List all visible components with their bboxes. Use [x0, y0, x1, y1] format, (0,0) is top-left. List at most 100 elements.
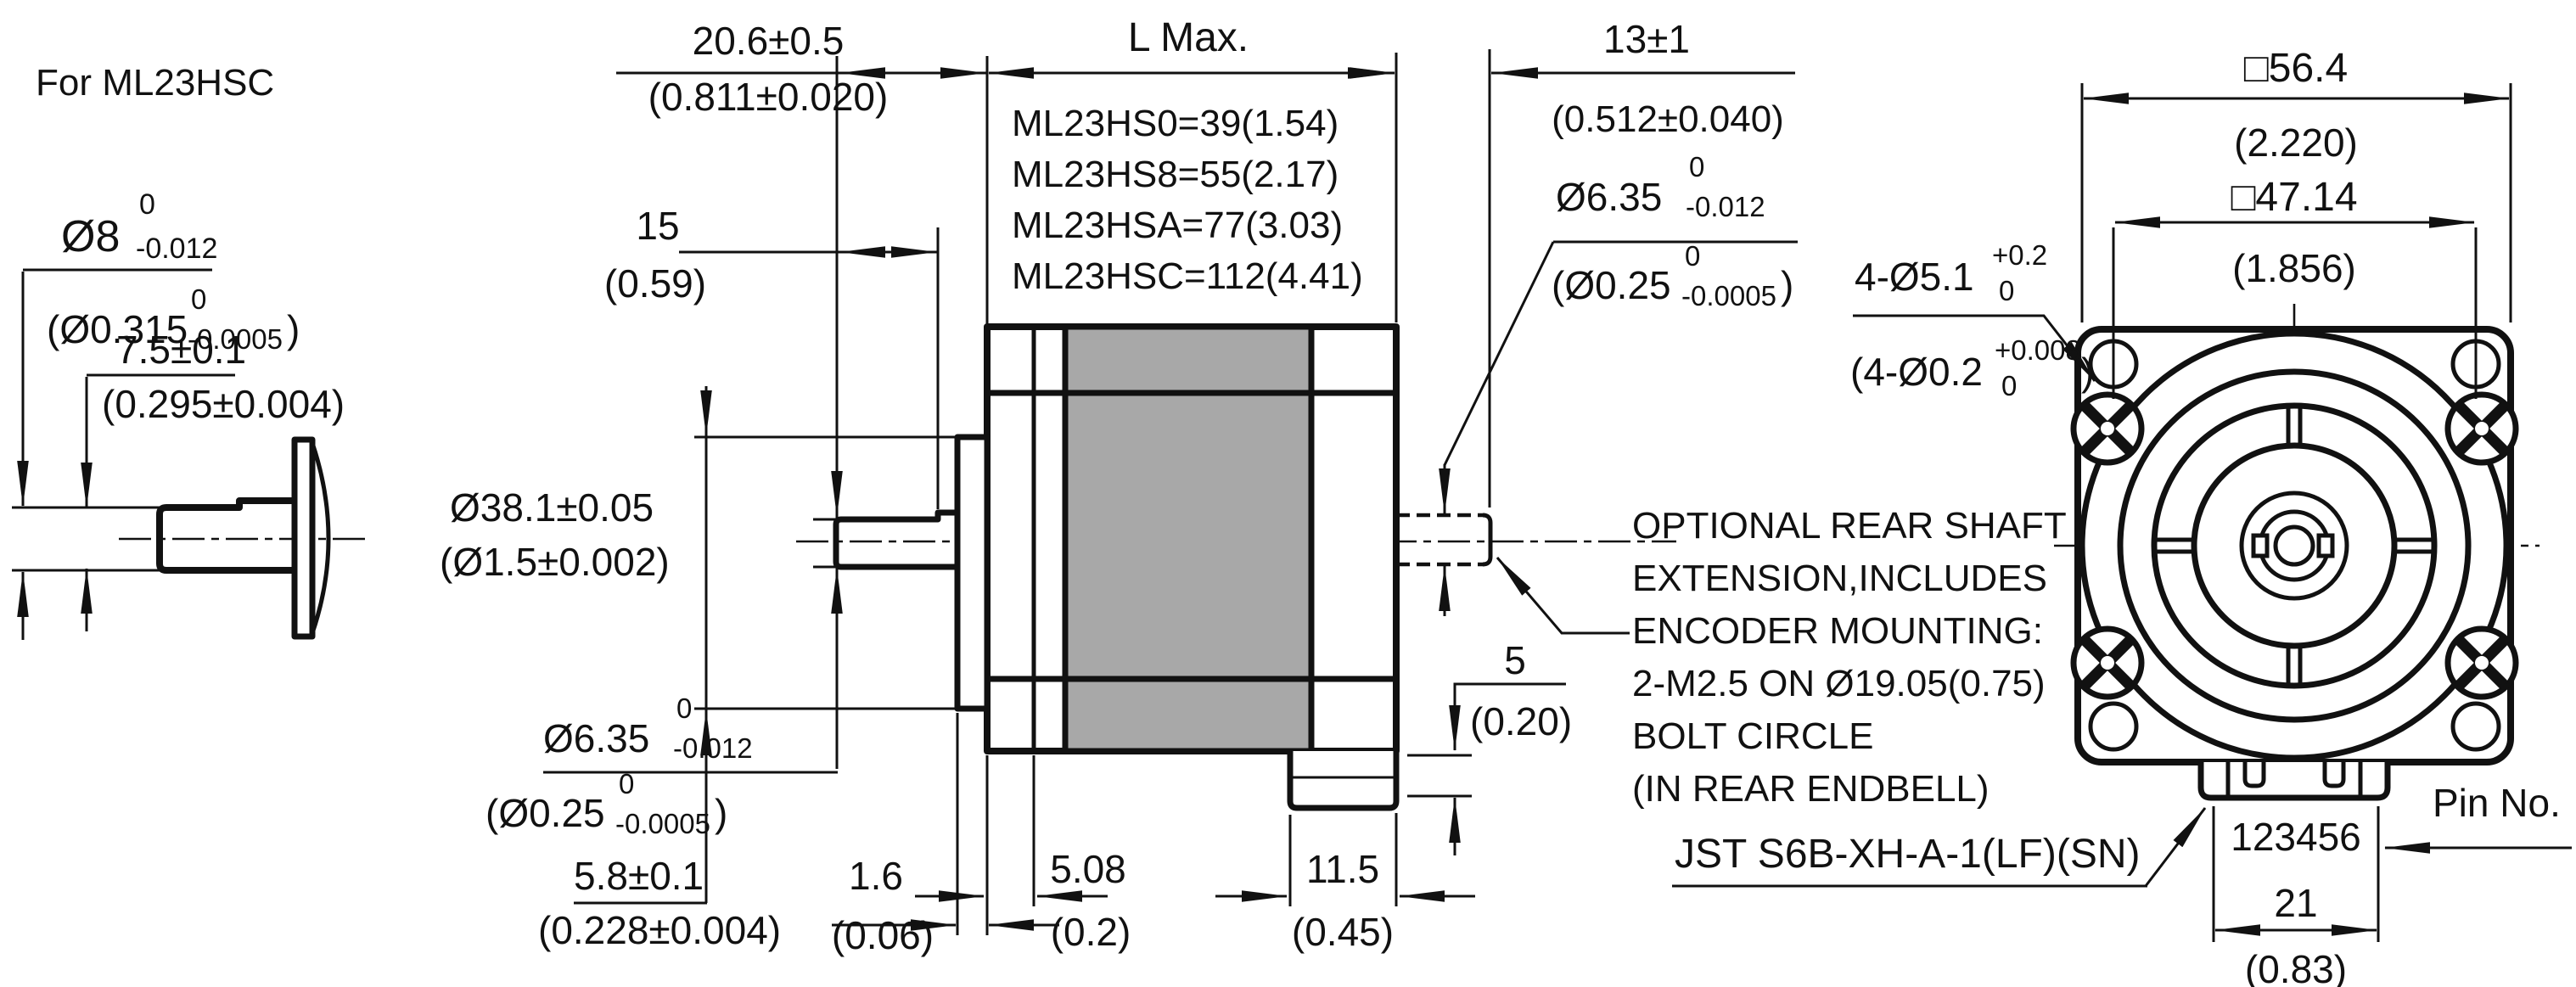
endbell-circle-3: [2151, 402, 2438, 689]
dim-115-in: (0.45): [1292, 910, 1394, 954]
hub-notch-left: [2251, 533, 2270, 558]
leader-corner-holes: [1853, 314, 2096, 382]
dim-pilot-mm: Ø38.1±0.05: [450, 485, 654, 530]
dim-d8-sup: 0: [139, 188, 155, 221]
dim-58-mm: 5.8±0.1: [574, 854, 704, 898]
dim-fshaft-in: (Ø0.25: [485, 791, 605, 835]
rear-note-line-5: (IN REAR ENDBELL): [1632, 768, 1990, 810]
endbell-circle-outer: [2079, 330, 2510, 761]
dim-d8-sub: -0.012: [136, 233, 217, 265]
rear-note-line-0: OPTIONAL REAR SHAFT: [1632, 505, 2067, 547]
dim-5-mm: 5: [1504, 638, 1526, 682]
front-shaft: [833, 509, 957, 570]
dim-rshaft-sup: 0: [1689, 151, 1704, 182]
length-table-row-1: ML23HS8=55(2.17): [1012, 154, 1339, 195]
dim-d8-in: (Ø0.315: [47, 307, 188, 351]
side-view-dimensions: 20.6±0.5 (0.811±0.020) 15 (0.59) L Max. …: [440, 15, 1793, 957]
dim-75-mm: 7.5±0.1: [116, 328, 246, 372]
front-connector-tabs: [2225, 762, 2363, 796]
dim-rshaft-in-sub: -0.0005: [1681, 280, 1776, 311]
arrow-5-top: [1449, 682, 1566, 751]
pilot-boss: [954, 434, 991, 712]
encoder-flange-bar: [291, 436, 316, 640]
mount-hole-bottom-left: [2088, 701, 2139, 752]
dim-508-in: (0.2): [1051, 910, 1131, 954]
leader-jst: [2144, 807, 2207, 887]
rear-note-line-3: 2-M2.5 ON Ø19.05(0.75): [1632, 663, 2046, 704]
dim-21-in: (0.83): [2245, 947, 2347, 987]
rear-shaft-optional: [1396, 513, 1483, 567]
dim-lmax-label: L Max.: [1128, 15, 1249, 60]
dim-holes-mm: 4-Ø5.1: [1855, 255, 1974, 299]
dim-d8-in-sup: 0: [191, 283, 206, 315]
dim-564-mm: □56.4: [2244, 46, 2348, 91]
endbell-circle-4: [2191, 442, 2398, 649]
encoder-bell-arc: [310, 442, 331, 634]
dim-holes-in-sub: 0: [2001, 370, 2017, 401]
screw-icon-tr: [2444, 391, 2519, 466]
dim-206-mm: 20.6±0.5: [693, 19, 845, 63]
dim-13-in: (0.512±0.040): [1552, 98, 1784, 140]
dim-4714-mm: □47.14: [2231, 175, 2357, 220]
dim-16-mm: 1.6: [849, 854, 903, 898]
dim-75-in: (0.295±0.004): [102, 382, 345, 426]
dim-115-mm: 11.5: [1306, 847, 1379, 891]
hub-notch-right: [2316, 533, 2335, 558]
dim-21-mm: 21: [2274, 881, 2317, 925]
rear-note-line-1: EXTENSION,INCLUDES: [1632, 558, 2047, 599]
dim-fshaft-in-close: ): [715, 791, 727, 835]
dim-d8-in-close: ): [287, 307, 300, 351]
dim-5-in: (0.20): [1470, 699, 1572, 743]
dim-58-in: (0.228±0.004): [538, 908, 781, 952]
dim-holes-in-sup: +0.008: [1995, 334, 2081, 366]
dim-13-mm: 13±1: [1603, 17, 1690, 61]
dim-fshaft-mm: Ø6.35: [543, 716, 649, 760]
dim-holes-in-close: ): [2081, 350, 2094, 394]
length-table-row-2: ML23HSA=77(3.03): [1012, 205, 1343, 246]
leader-rear-note: [1496, 557, 1630, 635]
endbell-spokes: [2156, 407, 2433, 684]
screw-icon-br: [2444, 625, 2519, 700]
shaft-detail-outline: [156, 497, 298, 574]
dim-holes-in: (4-Ø0.2: [1850, 350, 1983, 394]
dim-rshaft-in: (Ø0.25: [1552, 263, 1671, 307]
front-connector-pins: [2242, 762, 2346, 788]
connector-part-number: JST S6B-XH-A-1(LF)(SN): [1675, 832, 2141, 877]
dim-fshaft-in-sup: 0: [619, 768, 634, 799]
annotations: OPTIONAL REAR SHAFT EXTENSION,INCLUDES E…: [1632, 505, 2561, 987]
dim-rshaft-sub: -0.012: [1686, 191, 1765, 222]
dim-pilot-in: (Ø1.5±0.002): [440, 540, 670, 584]
dim-holes-sup: +0.2: [1992, 239, 2047, 271]
dim-4714-in: (1.856): [2232, 246, 2356, 290]
pin-numbers: 123456: [2231, 815, 2361, 859]
rear-shaft-end-cap: [1482, 513, 1493, 567]
dim-d8-in-sub: -0.0005: [188, 323, 283, 355]
dim-rshaft-mm: Ø6.35: [1556, 175, 1662, 219]
hub-circle: [2239, 491, 2349, 601]
shaft-detail-dimensions: Ø8 0 -0.012 (Ø0.315 0 -0.0005 ) 7.5±0.1 …: [47, 188, 345, 426]
dim-15-in: (0.59): [604, 261, 706, 306]
front-connector-housing: [2197, 762, 2391, 801]
dim-fshaft-sub: -0.012: [673, 732, 753, 764]
dim-rshaft-in-close: ): [1781, 263, 1793, 307]
dim-rshaft-in-sup: 0: [1685, 240, 1700, 272]
rear-note-line-2: ENCODER MOUNTING:: [1632, 610, 2043, 652]
length-table-row-0: ML23HS0=39(1.54): [1012, 103, 1339, 144]
side-connector-block: [1287, 751, 1400, 811]
dim-fshaft-sup: 0: [676, 693, 692, 724]
dimension-arrows: [17, 67, 2572, 936]
mount-hole-bottom-right: [2450, 701, 2501, 752]
dim-564-in: (2.220): [2234, 121, 2358, 165]
length-table-row-3: ML23HSC=112(4.41): [1012, 255, 1363, 297]
dim-holes-sub: 0: [1999, 275, 2014, 306]
endbell-joint-lines: [987, 390, 1396, 682]
dim-fshaft-in-sub: -0.0005: [615, 808, 710, 839]
front-view-dimensions: □56.4 (2.220) □47.14 (1.856) 4-Ø5.1 +0.2…: [1850, 46, 2358, 401]
rear-note-line-4: BOLT CIRCLE: [1632, 715, 1873, 757]
dim-508-mm: 5.08: [1050, 847, 1126, 891]
screw-icon-tl: [2070, 391, 2145, 466]
motor-front-view: [2070, 326, 2519, 801]
shaft-hole-circle: [2273, 524, 2315, 567]
